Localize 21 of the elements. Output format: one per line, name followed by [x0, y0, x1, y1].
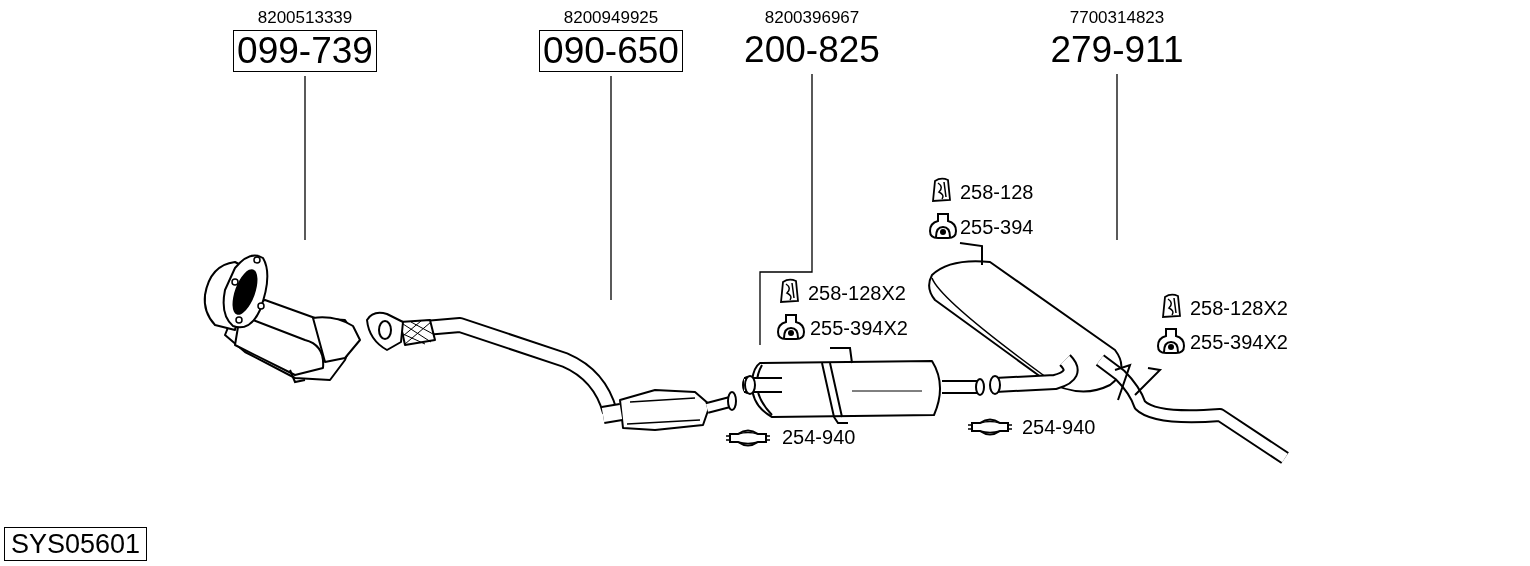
part-number: 255-394X2 — [810, 317, 908, 339]
part-number: 255-394 — [960, 216, 1034, 238]
leader-line — [610, 75, 612, 301]
part-number: 254-940 — [1022, 416, 1096, 438]
oe-number: 8200513339 — [257, 8, 353, 28]
part-number: 279-911 — [1049, 30, 1185, 70]
part-number: 254-940 — [782, 426, 856, 448]
part-number: 255-394X2 — [1190, 331, 1288, 353]
part-number: 258-128X2 — [1190, 297, 1288, 319]
leader-line — [759, 73, 813, 346]
leader-line — [304, 75, 306, 241]
part-number: 090-650 — [539, 30, 683, 72]
oe-number: 7700314823 — [1069, 8, 1165, 28]
oe-number: 8200949925 — [563, 8, 659, 28]
leader-line — [1116, 73, 1118, 241]
part-number: 258-128X2 — [808, 282, 906, 304]
part-number: 200-825 — [743, 30, 881, 70]
oe-number: 8200396967 — [764, 8, 860, 28]
system-number: SYS05601 — [4, 527, 148, 561]
part-number: 258-128 — [960, 181, 1034, 203]
part-number: 099-739 — [233, 30, 377, 72]
